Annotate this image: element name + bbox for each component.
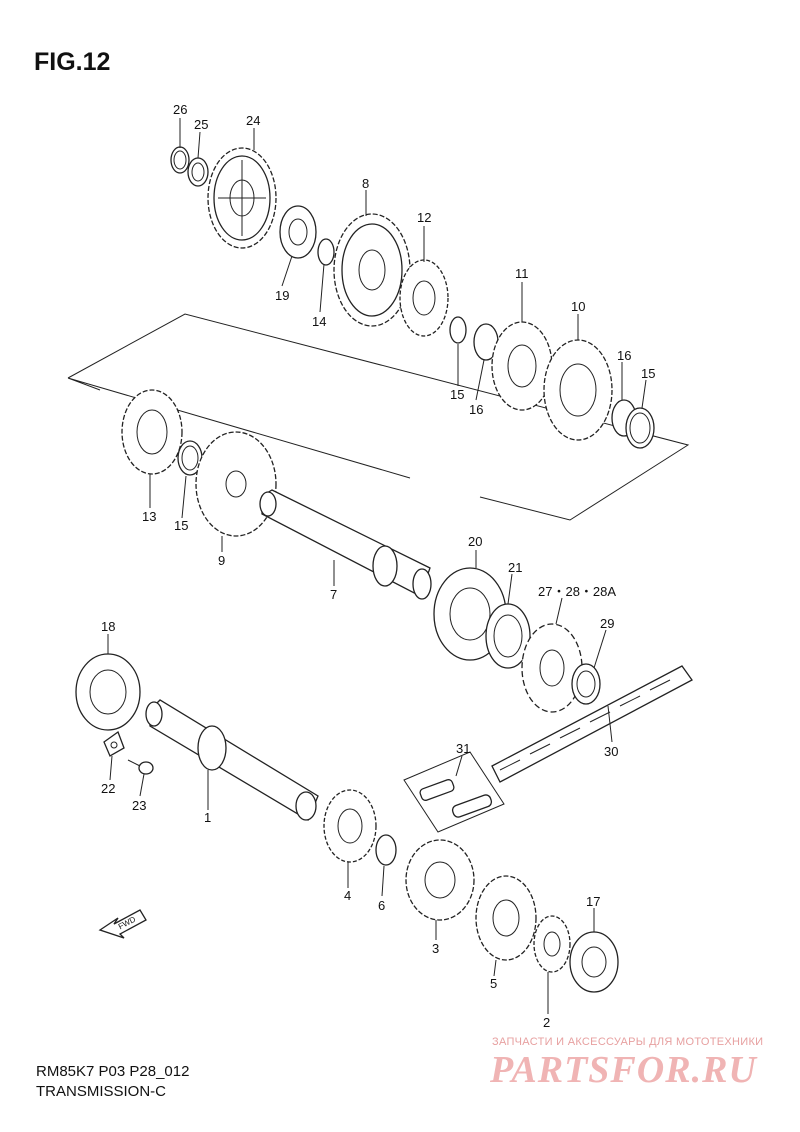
model-code: RM85K7 P03 P28_012 — [36, 1063, 190, 1080]
callout-29: 29 — [600, 616, 614, 631]
bearing-17 — [569, 931, 619, 993]
gear-10 — [543, 339, 613, 441]
gear-8 — [333, 213, 411, 327]
callout-23: 23 — [132, 798, 146, 813]
callout-19: 19 — [275, 288, 289, 303]
stopper-22 — [103, 730, 125, 757]
callout-4: 4 — [344, 888, 351, 903]
callout-20: 20 — [468, 534, 482, 549]
leader-lines — [107, 118, 647, 1014]
callout-12: 12 — [417, 210, 431, 225]
callout-14: 14 — [312, 314, 326, 329]
sprocket-27 — [521, 623, 583, 713]
screw-23 — [127, 759, 154, 775]
gear-9 — [195, 431, 277, 537]
callout-22: 22 — [101, 781, 115, 796]
callout-11: 11 — [515, 266, 529, 281]
callout-30: 30 — [604, 744, 618, 759]
drive-chain-30 — [491, 665, 693, 783]
callout-25: 25 — [194, 117, 208, 132]
callout-27-28-28a: 27・28・28A — [538, 584, 616, 599]
callout-15b: 15 — [450, 387, 464, 402]
callout-9: 9 — [218, 553, 225, 568]
callout-31: 31 — [456, 741, 470, 756]
washer-25 — [187, 157, 209, 187]
group-outline — [67, 313, 690, 521]
gear-2 — [533, 915, 571, 973]
callout-7: 7 — [330, 587, 337, 602]
gear-5 — [475, 875, 537, 961]
callout-3: 3 — [432, 941, 439, 956]
callout-16a: 16 — [617, 348, 631, 363]
callout-26: 26 — [173, 102, 187, 117]
watermark-logo: PARTSFOR.RU — [490, 1049, 757, 1091]
gear-13 — [121, 389, 183, 475]
bearing-19 — [279, 205, 317, 259]
callout-2: 2 — [543, 1015, 550, 1030]
callout-24: 24 — [246, 113, 260, 128]
joint-31 — [403, 751, 505, 833]
watermark-caption: ЗАПЧАСТИ И АКСЕССУАРЫ ДЛЯ МОТОТЕХНИКИ — [492, 1036, 764, 1048]
figure-title: FIG.12 — [34, 48, 111, 76]
callout-16b: 16 — [469, 402, 483, 417]
callout-labels: 26 25 24 8 12 19 14 11 10 16 15 15 16 13… — [101, 102, 655, 1030]
callout-13: 13 — [142, 509, 156, 524]
callout-6: 6 — [378, 898, 385, 913]
circlip-15b — [625, 407, 655, 449]
gear-11 — [491, 321, 553, 411]
callout-8: 8 — [362, 176, 369, 191]
circlip-26 — [170, 146, 190, 174]
circlip-15c — [177, 440, 203, 476]
gear-12 — [399, 259, 449, 337]
callout-17: 17 — [586, 894, 600, 909]
section-name: TRANSMISSION-C — [36, 1083, 167, 1100]
callout-15c: 15 — [174, 518, 188, 533]
circlip-6 — [375, 834, 397, 866]
callout-15a: 15 — [641, 366, 655, 381]
callout-5: 5 — [490, 976, 497, 991]
shaft-7 — [259, 489, 432, 600]
callout-1: 1 — [204, 810, 211, 825]
fwd-arrow-icon: FWD — [98, 909, 147, 939]
gear-24 — [207, 147, 277, 249]
shaft-1 — [145, 699, 319, 821]
callout-10: 10 — [571, 299, 585, 314]
callout-18: 18 — [101, 619, 115, 634]
gear-3 — [405, 839, 475, 921]
gear-4 — [323, 789, 377, 863]
circlip-15a — [449, 316, 467, 344]
bearing-18 — [75, 653, 141, 731]
washer-29 — [571, 663, 601, 705]
washer-14 — [317, 238, 335, 266]
callout-21: 21 — [508, 560, 522, 575]
